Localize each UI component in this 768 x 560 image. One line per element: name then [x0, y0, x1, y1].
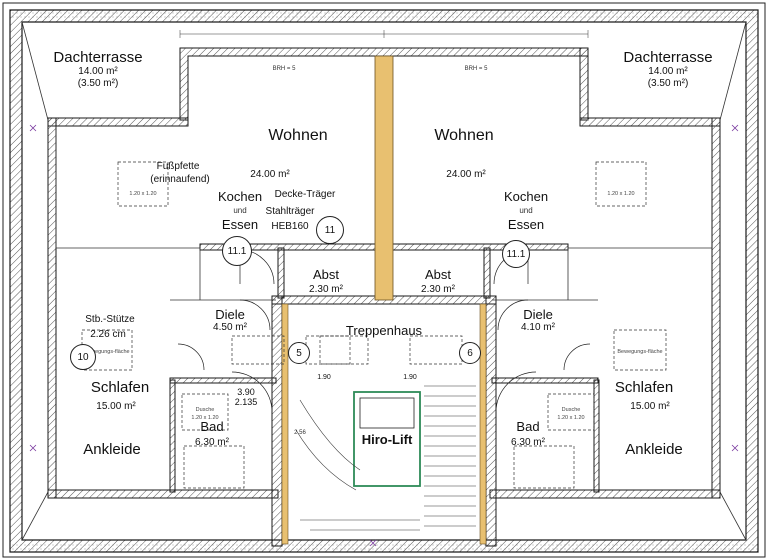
fixture-note-right: Bewegungs-fläche: [617, 349, 663, 355]
stair-arc: [295, 399, 361, 491]
stair-beam-right: [479, 303, 487, 545]
room-kochen-left-und: und: [233, 206, 247, 215]
dusche-left: Dusche: [195, 407, 215, 413]
marker-6: 6: [459, 342, 481, 364]
survey-marks: [29, 124, 739, 547]
note-decke-traeger: Decke-Träger: [274, 189, 336, 200]
area-abst-left: 2.30 m²: [309, 284, 343, 295]
stair-treads: [300, 385, 476, 531]
brh-left: BRH = 5: [272, 66, 296, 72]
area-dachterrasse-right: 14.00 m²: [648, 66, 688, 77]
note-fusspfette: Fußpfette: [156, 161, 200, 172]
room-bad-right: Bad: [516, 419, 540, 434]
room-treppenhaus: Treppenhaus: [345, 323, 423, 338]
dim-390: 3.90: [237, 387, 255, 397]
dim-190a: 1.90: [317, 374, 331, 381]
marker-11-1-right: 11.1: [502, 240, 530, 268]
note-stb-stuetze: Stb.-Stütze: [85, 314, 135, 325]
room-wohnen-right: Wohnen: [434, 127, 494, 144]
lift-inner: [359, 397, 415, 429]
note-stb-size: 2.26 cm: [90, 329, 126, 340]
roof-lines: [21, 21, 747, 541]
room-ankleide-right: Ankleide: [625, 441, 683, 458]
area-schlafen-left: 15.00 m²: [96, 401, 136, 412]
note-stahltraeger: Stahlträger: [265, 206, 315, 217]
area2-dachterrasse-right: (3.50 m²): [647, 78, 689, 89]
center-steel-beam: [374, 55, 394, 301]
note-heb160: HEB160: [271, 221, 309, 232]
dusche-size-right: 1.20 x 1.20: [557, 415, 585, 421]
marker-11: 11: [316, 216, 344, 244]
area-diele-right: 4.10 m²: [521, 322, 555, 333]
area-diele-left: 4.50 m²: [213, 322, 247, 333]
room-abst-right: Abst: [424, 267, 452, 282]
dim-2135: 2.135: [234, 397, 258, 407]
fixture-size-right: 1.20 x 1.20: [607, 191, 635, 197]
area-schlafen-right: 15.00 m²: [630, 401, 670, 412]
area-bad-left: 6.30 m²: [195, 437, 229, 448]
area2-dachterrasse-left: (3.50 m²): [77, 78, 119, 89]
fixture-size-left: 1.20 x 1.20: [129, 191, 157, 197]
fixture-note-left: Bewegungs-fläche: [84, 349, 130, 355]
stair-beam-left: [281, 303, 289, 545]
room-diele-right: Diele: [523, 307, 553, 322]
room-essen-left: Essen: [221, 217, 259, 232]
room-wohnen-left: Wohnen: [268, 127, 328, 144]
room-essen-right: Essen: [507, 217, 545, 232]
area-bad-right: 6.30 m²: [511, 437, 545, 448]
area-abst-right: 2.30 m²: [421, 284, 455, 295]
top-dim-line: [179, 30, 589, 38]
room-kochen-left: Kochen: [217, 189, 263, 204]
room-kochen-right: Kochen: [503, 189, 549, 204]
dim-256: 2.56: [294, 430, 306, 436]
dim-190b: 1.90: [403, 374, 417, 381]
room-abst-left: Abst: [312, 267, 340, 282]
area-wohnen-right: 24.00 m²: [446, 169, 486, 180]
fixture-boxes: [81, 161, 667, 489]
lift-shaft: [353, 391, 421, 487]
marker-5: 5: [288, 342, 310, 364]
room-diele-left: Diele: [215, 307, 245, 322]
thin-walls: [55, 126, 712, 301]
marker-10: 10: [70, 344, 96, 370]
marker-11-1-left: 11.1: [222, 236, 252, 266]
room-dachterrasse-left: Dachterrasse: [53, 49, 143, 66]
room-schlafen-right: Schlafen: [614, 379, 674, 396]
room-bad-left: Bad: [200, 419, 224, 434]
brh-right: BRH = 5: [464, 66, 488, 72]
room-schlafen-left: Schlafen: [90, 379, 150, 396]
dusche-size-left: 1.20 x 1.20: [191, 415, 219, 421]
label-hiro-lift: Hiro-Lift: [361, 432, 413, 447]
dusche-right: Dusche: [561, 407, 581, 413]
area-wohnen-left: 24.00 m²: [250, 169, 290, 180]
room-kochen-right-und: und: [519, 206, 533, 215]
area-dachterrasse-left: 14.00 m²: [78, 66, 118, 77]
room-dachterrasse-right: Dachterrasse: [623, 49, 713, 66]
note-fusspfette2: (erinnaufend): [150, 174, 210, 185]
room-ankleide-left: Ankleide: [83, 441, 141, 458]
